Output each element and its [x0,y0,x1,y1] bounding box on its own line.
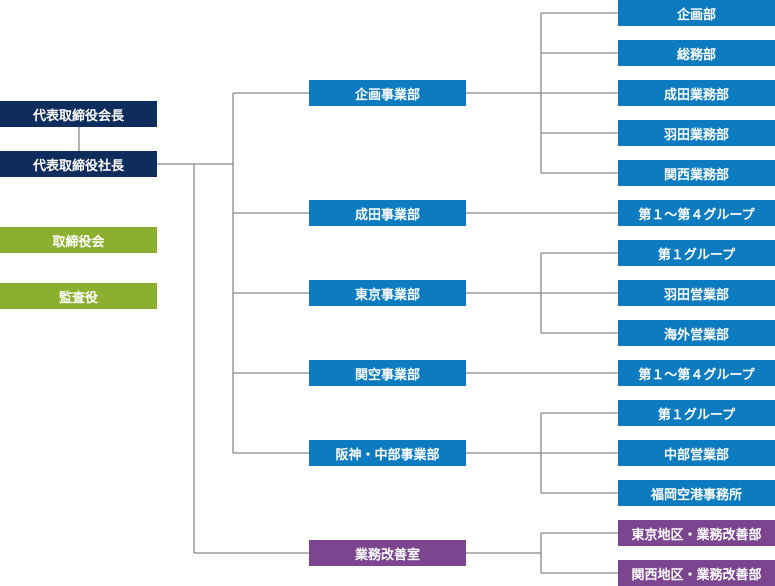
dept-kansai-airport-groups: 第１〜第４グループ [618,360,775,386]
dept-tokyo-area-improvement: 東京地区・業務改善部 [618,520,775,546]
dept-narita-operations: 成田業務部 [618,80,775,106]
dept-kansai-operations: 関西業務部 [618,160,775,186]
division-hanshin-chubu: 阪神・中部事業部 [309,440,466,466]
chairman-box: 代表取締役会長 [0,101,157,127]
division-planning: 企画事業部 [309,80,466,106]
dept-hanshin-group-1: 第１グループ [618,400,775,426]
dept-narita-groups: 第１〜第４グループ [618,200,775,226]
dept-chubu-sales: 中部営業部 [618,440,775,466]
dept-kansai-area-improvement: 関西地区・業務改善部 [618,560,775,586]
dept-fukuoka-airport-office: 福岡空港事務所 [618,480,775,506]
division-business-improvement: 業務改善室 [309,540,466,566]
board-of-directors-box: 取締役会 [0,227,157,253]
division-tokyo: 東京事業部 [309,280,466,306]
dept-overseas-sales: 海外営業部 [618,320,775,346]
auditor-box: 監査役 [0,283,157,309]
dept-general-affairs: 総務部 [618,40,775,66]
president-box: 代表取締役社長 [0,151,157,177]
dept-tokyo-group-1: 第１グループ [618,240,775,266]
dept-haneda-sales: 羽田営業部 [618,280,775,306]
dept-planning: 企画部 [618,0,775,26]
division-kansai-airport: 関空事業部 [309,360,466,386]
division-narita: 成田事業部 [309,200,466,226]
dept-haneda-operations: 羽田業務部 [618,120,775,146]
